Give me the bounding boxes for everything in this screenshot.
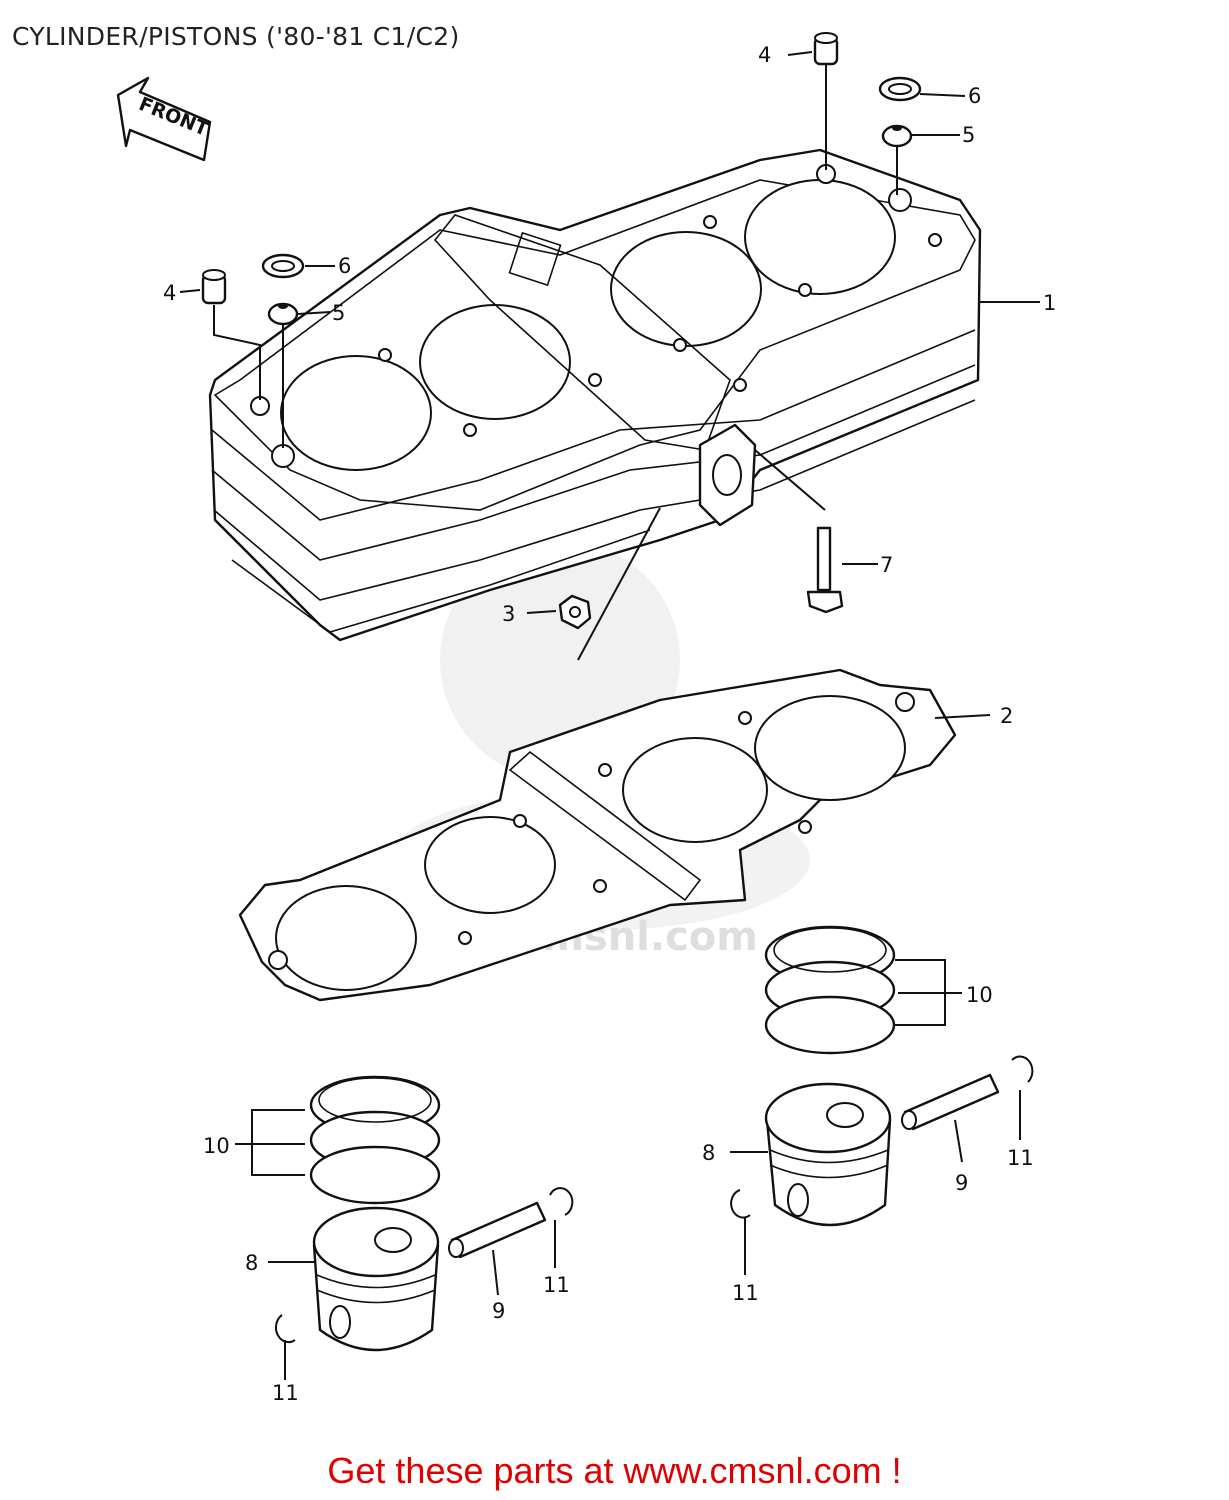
dowel-pin-lower[interactable] (201, 269, 227, 305)
callout-11-b: 11 (732, 1281, 759, 1305)
cylinder-base-gasket[interactable] (238, 668, 957, 1002)
callout-2: 2 (1000, 704, 1013, 728)
piston-rings-left[interactable] (309, 1075, 441, 1205)
seal-lower[interactable] (261, 253, 305, 279)
bolt[interactable] (806, 526, 844, 614)
piston-left[interactable] (312, 1206, 440, 1352)
callout-6-upper: 6 (968, 84, 981, 108)
callout-numbers: 4 6 5 4 6 5 1 7 3 2 10 10 8 8 9 9 11 11 … (163, 43, 1056, 1405)
piston-pin-left[interactable] (448, 1201, 547, 1259)
seal-upper[interactable] (878, 76, 922, 102)
front-arrow-icon: FRONT (116, 76, 211, 162)
dowel-pin-upper[interactable] (813, 32, 839, 66)
cylinder-block[interactable] (208, 148, 982, 642)
circlip-3[interactable] (549, 1187, 574, 1216)
piston-rings-right[interactable] (764, 925, 896, 1055)
diagram-title: CYLINDER/PISTONS ('80-'81 C1/C2) (12, 22, 460, 51)
callout-4-upper: 4 (758, 43, 771, 67)
circlip-2[interactable] (730, 1189, 751, 1219)
callout-9-right: 9 (955, 1171, 968, 1195)
callout-10-left: 10 (203, 1134, 230, 1158)
callout-11-d: 11 (272, 1381, 299, 1405)
piston-pin-right[interactable] (901, 1073, 1000, 1131)
callout-5-lower: 5 (332, 301, 345, 325)
circlip-4[interactable] (274, 1314, 296, 1344)
callout-9-left: 9 (492, 1299, 505, 1323)
callout-8-left: 8 (245, 1251, 258, 1275)
piston-right[interactable] (764, 1082, 892, 1227)
callout-10-right: 10 (966, 983, 993, 1007)
callout-11-c: 11 (543, 1273, 570, 1297)
callout-7: 7 (880, 553, 893, 577)
callout-11-a: 11 (1007, 1146, 1034, 1170)
leader-lines (179, 51, 1040, 1380)
callout-1: 1 (1043, 291, 1056, 315)
nut[interactable] (558, 594, 592, 630)
o-ring-upper[interactable] (881, 124, 913, 148)
callout-5-upper: 5 (962, 123, 975, 147)
footer-parts-link[interactable]: Get these parts at www.cmsnl.com ! (327, 1450, 902, 1491)
circlip-1[interactable] (1011, 1055, 1034, 1083)
o-ring-lower[interactable] (267, 302, 299, 326)
callout-8-right: 8 (702, 1141, 715, 1165)
callout-3: 3 (502, 602, 515, 626)
callout-6-lower: 6 (338, 254, 351, 278)
callout-4-lower: 4 (163, 281, 176, 305)
